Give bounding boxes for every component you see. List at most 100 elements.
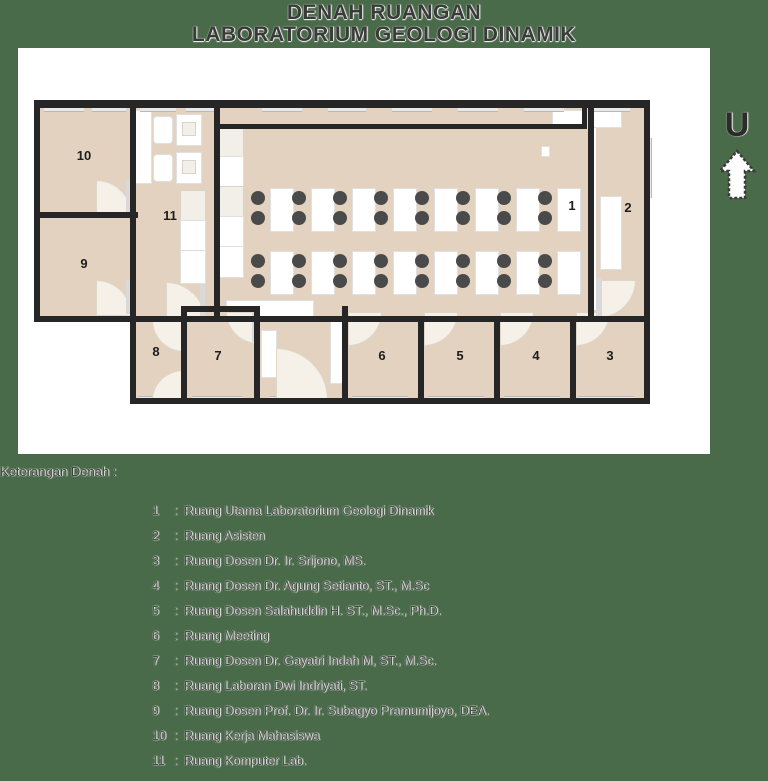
wall-corridor-6 [342,306,348,404]
wall-corridor-strip [218,124,586,129]
legend-item: 3:Ruang Dosen Dr. Ir. Srijono, MS. [152,554,752,568]
room-label-2: 2 [624,200,632,215]
wall-room-8-left [130,316,136,404]
cabinet [134,110,152,184]
room-label-8: 8 [152,344,160,359]
legend-item-number: 2 [152,529,159,543]
legend-item-separator: : [174,529,178,543]
legend-item-text: Ruang Meeting [184,629,269,643]
chair [456,191,470,205]
door-leaf [126,280,131,314]
legend-item-number: 5 [152,604,159,618]
wall-room-1-bottom-right [582,316,650,322]
room-label-4: 4 [532,348,540,363]
legend-item-number: 11 [152,754,165,768]
legend-item-text: Ruang Kerja Mahasiswa [184,729,320,743]
wall-room-1-bottom [136,316,590,322]
legend-item-text: Ruang Asisten [184,529,265,543]
counter-unit [218,156,244,188]
legend-item-separator: : [174,754,178,768]
chair [333,274,347,288]
chair [374,274,388,288]
legend-item-separator: : [174,554,178,568]
door-leaf [126,180,131,214]
legend-list: 1:Ruang Utama Laboratorium Geologi Dinam… [152,504,752,779]
legend-item-number: 3 [152,554,159,568]
desk [600,196,622,270]
chair [292,211,306,225]
counter-unit [218,126,244,158]
room-label-3: 3 [606,348,614,363]
chair [456,254,470,268]
legend-item: 11: Ruang Komputer Lab. [152,754,752,768]
legend-item-text: Ruang Dosen Prof. Dr. Ir. Subagyo Pramum… [184,704,489,718]
wall-room-10-9 [34,212,138,218]
page-title-line-2: LABORATORIUM GEOLOGI DINAMIK [191,23,577,47]
chair [538,191,552,205]
room-label-5: 5 [456,348,464,363]
legend-item-text: Ruang Utama Laboratorium Geologi Dinamik [184,504,434,518]
legend-item: 6:Ruang Meeting [152,629,752,643]
counter-unit [180,250,206,284]
legend-item-text: Ruang Laboran Dwi Indriyati, ST. [184,679,367,693]
wall-fixture [541,146,550,157]
desk [270,251,294,295]
chair-seat [153,154,173,182]
chair [497,254,511,268]
legend-item-separator: : [174,704,178,718]
chair [415,191,429,205]
desk [557,251,581,295]
cabinet [261,330,277,378]
cabinet [590,110,622,128]
wall-room-7-top [181,306,260,312]
legend-item: 1:Ruang Utama Laboratorium Geologi Dinam… [152,504,752,518]
room-label-1: 1 [568,198,576,213]
chair [538,254,552,268]
legend-item-separator: : [174,504,178,518]
door-leaf [200,284,205,320]
exterior-wall-bottom-left [34,316,138,322]
counter-unit [218,186,244,218]
desk [270,188,294,232]
chair-seat [153,116,173,144]
desk [311,188,335,232]
chair [374,254,388,268]
chair [538,274,552,288]
legend-item-number: 9 [152,704,159,718]
desk [393,251,417,295]
desk [352,188,376,232]
chair [292,191,306,205]
chair [374,191,388,205]
legend-item: 5:Ruang Dosen Salahuddin H. ST., M.Sc., … [152,604,752,618]
wall-room-1-2 [588,100,594,316]
chair [415,274,429,288]
north-letter: U [724,106,750,144]
legend-item-number: 8 [152,679,159,693]
chair [292,254,306,268]
wall-room-4-3 [570,316,576,404]
legend-item-text: Ruang Komputer Lab. [184,754,307,768]
counter-unit [218,246,244,278]
legend-item-separator: : [174,579,178,593]
chair [333,254,347,268]
exterior-wall-right [644,100,650,404]
chair [251,191,265,205]
exterior-wall-bottom [130,398,650,404]
wall-corridor-strip-right [582,104,587,129]
legend-item: 10:Ruang Kerja Mahasiswa [152,729,752,743]
wall-room-8-7 [181,306,187,404]
legend-item-text: Ruang Dosen Dr. Gayatri Indah M, ST., M.… [184,654,437,668]
desk [434,188,458,232]
legend-item-separator: : [174,679,178,693]
wall-room-6-5 [418,316,424,404]
wall-room-7-right [254,306,260,404]
legend-item-number: 4 [152,579,159,593]
chair [538,211,552,225]
chair [292,274,306,288]
legend-item-separator: : [174,654,178,668]
counter-unit [218,216,244,248]
chair [456,211,470,225]
chair [497,274,511,288]
counter-unit [180,220,206,252]
legend-title: Keterangan Denah : [0,464,117,479]
